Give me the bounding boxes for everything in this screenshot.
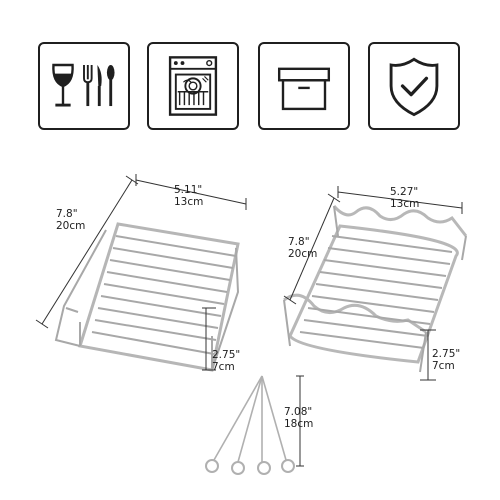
left-length-cm: 20cm (56, 220, 86, 232)
skewer-length-inches: 7.08" (284, 406, 313, 418)
left-width-cm: 13cm (174, 196, 204, 208)
skewer-length-dimension: 7.08" 18cm (284, 406, 313, 430)
right-width-cm: 13cm (390, 198, 420, 210)
right-height-dimension: 2.75" 7cm (432, 348, 460, 372)
right-height-inches: 2.75" (432, 348, 461, 360)
left-length-dimension: 7.8" 20cm (56, 208, 85, 232)
skewers (205, 375, 295, 475)
right-height-cm: 7cm (432, 360, 455, 372)
right-width-dimension: 5.27" 13cm (390, 186, 419, 210)
right-length-inches: 7.8" (288, 236, 310, 248)
dishwasher-icon (147, 42, 239, 130)
left-width-dimension: 5.11" 13cm (174, 184, 203, 208)
storage-box-icon (258, 42, 350, 130)
left-length-inches: 7.8" (56, 208, 78, 220)
wine-glass-cutlery-icon (38, 42, 130, 130)
shield-check-icon (368, 42, 460, 130)
skewer-dimension-lines (296, 375, 304, 467)
rack-drawings (35, 174, 468, 475)
left-rack (54, 222, 240, 372)
skewer-length-cm: 18cm (284, 418, 314, 430)
right-length-dimension: 7.8" 20cm (288, 236, 317, 260)
right-rack (283, 204, 468, 373)
left-rack-dimension-lines (35, 174, 247, 371)
left-height-inches: 2.75" (212, 349, 241, 361)
right-width-inches: 5.27" (390, 186, 419, 198)
feature-icons (0, 0, 500, 140)
right-length-cm: 20cm (288, 248, 318, 260)
product-diagram: 5.11" 13cm 7.8" 20cm 2.75" 7cm 5.27" 13c… (0, 140, 500, 500)
left-height-dimension: 2.75" 7cm (212, 349, 240, 373)
left-width-inches: 5.11" (174, 184, 203, 196)
right-rack-dimension-lines (283, 186, 463, 381)
left-height-cm: 7cm (212, 361, 235, 373)
